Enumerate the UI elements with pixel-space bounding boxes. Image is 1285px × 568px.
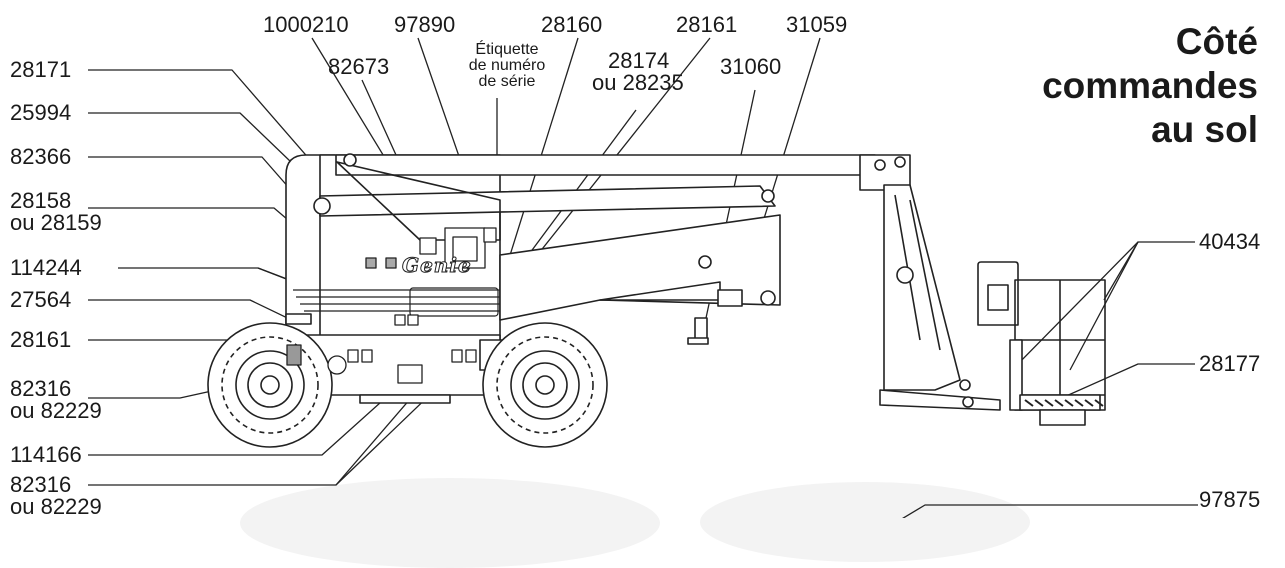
wheel-rear <box>482 322 608 448</box>
decal-markers <box>286 227 497 384</box>
part-25994-label: 25994 <box>10 100 72 125</box>
title-line1: Côté <box>1175 21 1258 62</box>
genie-brand-text: Genie <box>402 253 472 278</box>
machine-drawing <box>88 37 1198 518</box>
chassis-grille <box>293 287 500 317</box>
part-28161-left-label: 28161 <box>10 327 72 352</box>
part-31060-label: 31060 <box>720 54 782 79</box>
part-28158-label-line1: 28158 <box>10 188 72 213</box>
title-line2: commandes <box>1042 65 1258 106</box>
jib <box>879 184 1001 411</box>
decal-location-diagram: Genie 1000210 97890 28160 28161 31059 82… <box>10 12 1261 568</box>
wheel-front <box>207 322 333 448</box>
page-title: Côté commandes au sol <box>1042 20 1258 152</box>
serial-number-label: Étiquette de numéro de série <box>458 42 556 90</box>
serial-label-line3: de série <box>478 73 536 90</box>
platform-basket <box>977 261 1106 426</box>
lower-boom <box>499 214 781 345</box>
serial-label-line1: Étiquette <box>475 41 539 58</box>
upper-boom-end <box>859 154 911 191</box>
part-82673-label: 82673 <box>328 54 390 79</box>
part-82316-b-label-line2: ou 82229 <box>10 494 102 519</box>
part-1000210-label: 1000210 <box>263 12 349 37</box>
part-40434-label: 40434 <box>1199 229 1261 254</box>
part-28174-label-line1: 28174 <box>608 48 670 73</box>
part-28161-top-label: 28161 <box>676 12 738 37</box>
main-boom <box>313 153 876 241</box>
part-82366-label: 82366 <box>10 144 72 169</box>
part-28158-label-line2: ou 28159 <box>10 210 102 235</box>
part-97890-label: 97890 <box>394 12 456 37</box>
part-28177-label: 28177 <box>1199 351 1261 376</box>
title-line3: au sol <box>1151 109 1258 150</box>
part-82316-b-label-line1: 82316 <box>10 472 72 497</box>
part-28174-label-line2: ou 28235 <box>592 70 684 95</box>
part-82316-a-label-line1: 82316 <box>10 376 72 401</box>
part-114244-label: 114244 <box>10 255 82 280</box>
part-28171-label: 28171 <box>10 57 72 82</box>
serial-label-line2: de numéro <box>468 57 546 74</box>
part-82316-a-label-line2: ou 82229 <box>10 398 102 423</box>
part-27564-label: 27564 <box>10 287 72 312</box>
part-28160-label: 28160 <box>541 12 603 37</box>
leader-lines-right <box>902 241 1198 518</box>
part-114166-label: 114166 <box>10 442 82 467</box>
part-31059-label: 31059 <box>786 12 848 37</box>
part-97875-label: 97875 <box>1199 487 1261 512</box>
